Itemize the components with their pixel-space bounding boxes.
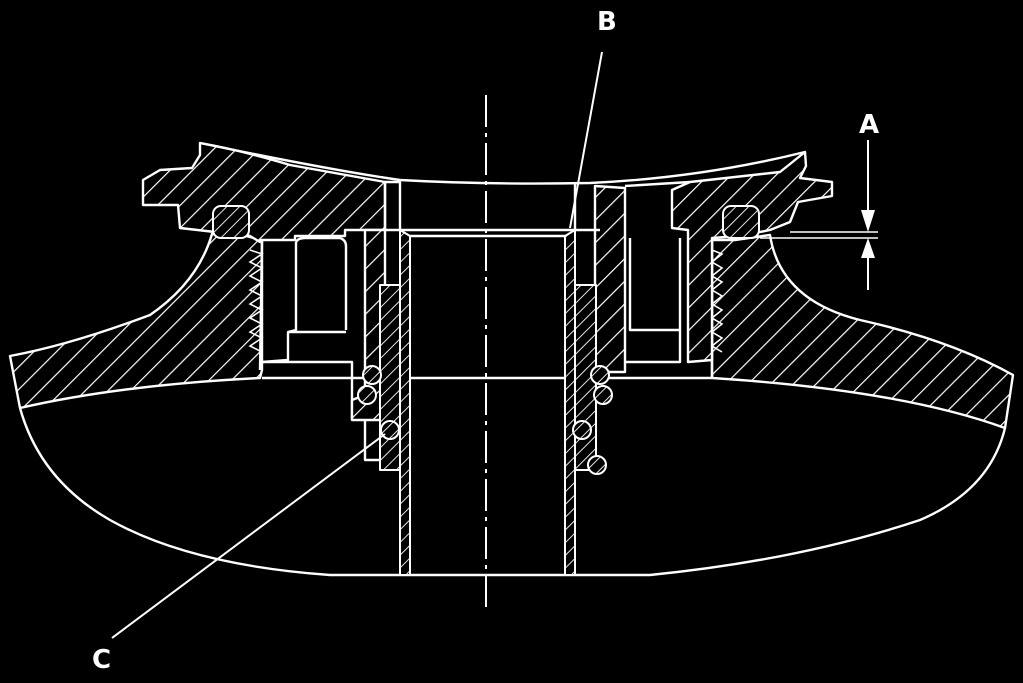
leader-line-b xyxy=(569,51,603,229)
callout-label-a: A xyxy=(859,110,879,140)
lid-right xyxy=(593,150,834,374)
callout-label-c: C xyxy=(92,645,111,675)
top-surface-curve xyxy=(199,141,806,185)
dimension-a xyxy=(760,140,878,290)
leader-line-c xyxy=(111,433,386,639)
center-bore xyxy=(350,180,613,576)
callout-label-b: B xyxy=(597,7,617,37)
outer-housing xyxy=(8,232,1015,577)
